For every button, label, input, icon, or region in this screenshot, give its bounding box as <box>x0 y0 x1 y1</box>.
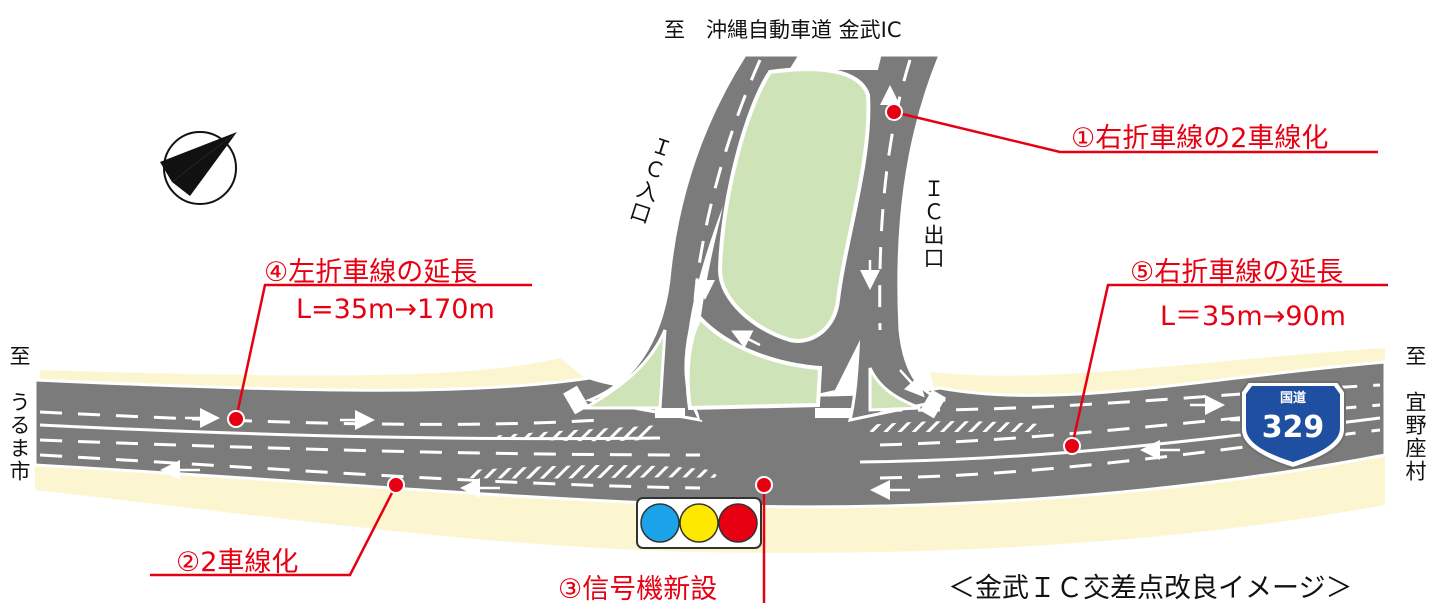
main-road <box>33 360 1387 509</box>
annotation-4-title: ④左折車線の延長 <box>264 257 478 288</box>
annotation-2-title: ②2車線化 <box>176 547 299 578</box>
shoulder-north-east <box>930 348 1385 398</box>
annotation-1-title: ①右折車線の2車線化 <box>1071 123 1329 154</box>
annotation-5-sub: L＝35m→90m <box>1160 301 1346 332</box>
annotation-3-title: ③信号機新設 <box>558 574 718 605</box>
hatch-median <box>470 465 720 479</box>
signal-light-red <box>718 503 758 543</box>
point-1 <box>885 103 903 121</box>
signal-light-yellow <box>679 503 719 543</box>
route-shield-329: 国道 329 <box>1240 381 1346 470</box>
island-right-corner <box>868 367 921 412</box>
hatch-right <box>870 421 1040 432</box>
shoulder-north <box>40 358 585 393</box>
point-2 <box>387 476 405 494</box>
signal-light-blue <box>640 503 680 543</box>
destination-left: 至 うるま市 <box>7 345 31 483</box>
route-shield-number: 329 <box>1262 410 1325 445</box>
point-3 <box>755 476 773 494</box>
destination-top: 至 沖縄自動車道 金武IC <box>664 18 902 42</box>
route-shield-header: 国道 <box>1280 390 1306 406</box>
shoulder-south <box>35 452 1385 553</box>
annotation-4-sub: L=35m→170m <box>296 294 495 325</box>
island-left-corner <box>579 329 667 410</box>
point-4 <box>227 410 245 428</box>
traffic-signal-icon <box>636 497 762 549</box>
crosswalks <box>563 385 946 419</box>
ramp-exit-label: ＩＣ出口 <box>921 178 945 270</box>
compass-icon <box>160 131 237 205</box>
annotation-points <box>227 103 1081 494</box>
annotation-5-title: ⑤右折車線の延長 <box>1130 257 1344 288</box>
leader-lines <box>150 110 1388 603</box>
destination-right: 至 宜野座村 <box>1403 345 1427 483</box>
point-5 <box>1063 437 1081 455</box>
diagram-caption: ＜金武ＩＣ交差点改良イメージ＞ <box>948 573 1353 604</box>
island-center <box>717 67 871 343</box>
